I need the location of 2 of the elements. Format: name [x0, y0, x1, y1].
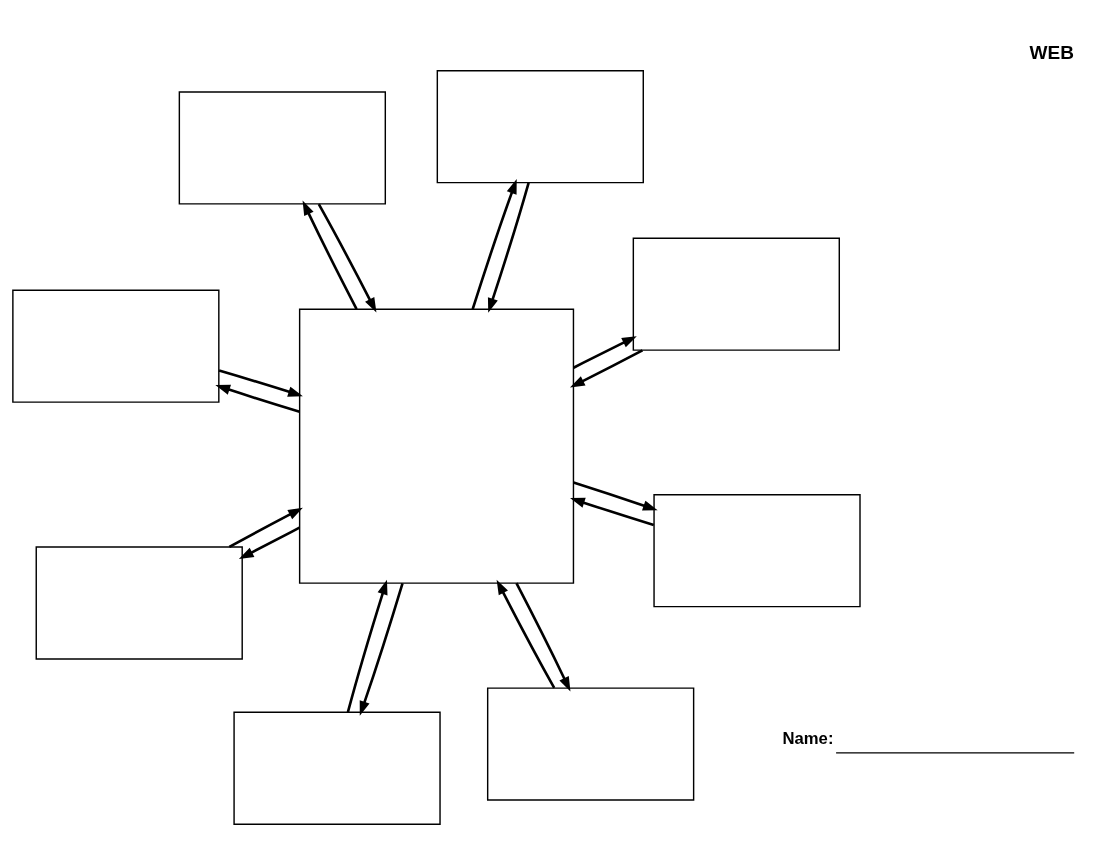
label: Name:	[782, 728, 834, 748]
diagram-title: WEB	[1029, 41, 1074, 63]
